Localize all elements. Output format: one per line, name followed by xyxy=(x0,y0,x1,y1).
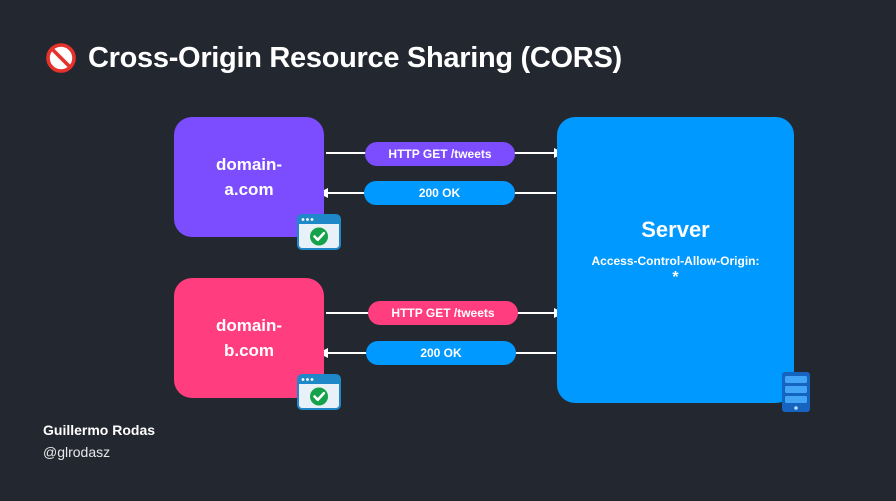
request-label-domain-b: HTTP GET /tweets xyxy=(391,306,495,320)
server-cors-header: Access-Control-Allow-Origin: xyxy=(591,254,760,268)
client-box-domain-a: domain- a.com xyxy=(174,117,324,237)
client-label-domain-b: domain- b.com xyxy=(215,316,283,360)
page-title-text: Cross-Origin Resource Sharing (CORS) xyxy=(88,41,622,74)
response-label-domain-a: 200 OK xyxy=(418,186,461,200)
author-name: Guillermo Rodas xyxy=(43,422,156,438)
server-rack-icon xyxy=(782,372,810,412)
request-pill-domain-b: HTTP GET /tweets xyxy=(368,301,518,325)
request-label-domain-a: HTTP GET /tweets xyxy=(388,147,492,161)
no-entry-icon xyxy=(46,43,76,73)
author-handle: @glrodasz xyxy=(43,444,111,460)
request-pill-domain-a: HTTP GET /tweets xyxy=(365,142,515,166)
page-title: Cross-Origin Resource Sharing (CORS) xyxy=(46,38,622,78)
server-title: Server xyxy=(641,217,710,242)
server-cors-header-value: * xyxy=(672,269,679,286)
browser-window-check-icon xyxy=(297,374,341,410)
response-label-domain-b: 200 OK xyxy=(420,346,462,360)
client-box-domain-b: domain- b.com xyxy=(174,278,324,398)
author-credit: Guillermo Rodas @glrodasz xyxy=(43,420,155,464)
response-pill-domain-b: 200 OK xyxy=(366,341,516,365)
browser-window-check-icon xyxy=(297,214,341,250)
client-label-domain-a: domain- a.com xyxy=(215,155,283,199)
server-box: Server Access-Control-Allow-Origin: * xyxy=(557,117,794,403)
response-pill-domain-a: 200 OK xyxy=(364,181,515,205)
